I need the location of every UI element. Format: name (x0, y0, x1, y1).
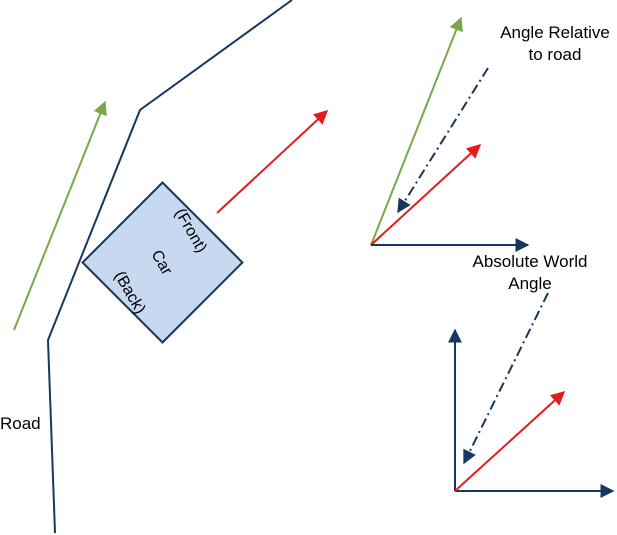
angle-relative-label-line2: to road (528, 45, 582, 64)
world-angle-dashed-arrow (463, 292, 549, 465)
road-direction-arrow (13, 100, 107, 331)
road-line (46, 0, 293, 534)
road-label: Road (0, 414, 41, 433)
relative-heading-vector-arrow (370, 144, 482, 246)
angle-relative-label-line1: Angle Relative (500, 23, 610, 42)
world-heading-vector-arrow (454, 391, 566, 492)
relative-angle-dashed-arrow (397, 67, 489, 214)
absolute-world-label-line2: Angle (508, 274, 552, 293)
angle-relative-label: Angle Relative to road (480, 22, 617, 66)
absolute-world-label-line1: Absolute World (472, 252, 588, 271)
relative-road-vector-arrow (370, 16, 463, 246)
car-heading-arrow (216, 110, 329, 214)
absolute-world-label: Absolute World Angle (455, 251, 605, 295)
